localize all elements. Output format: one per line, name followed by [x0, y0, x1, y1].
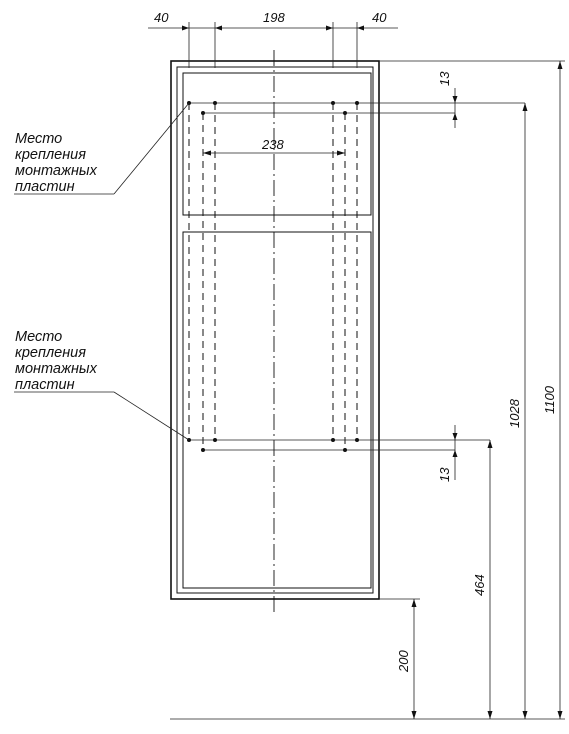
mount-point: [331, 101, 335, 105]
dim-inner-width: 238: [261, 137, 284, 152]
callout-lower-line4: пластин: [15, 377, 75, 393]
right-dimensions: 13 13 464 1028 1100 200: [170, 60, 565, 720]
hidden-edges: [188, 50, 358, 612]
mount-point: [355, 438, 359, 442]
dim-mount-span: 1028: [507, 398, 522, 428]
mount-point: [213, 101, 217, 105]
mount-point: [331, 438, 335, 442]
dim-total-height: 1100: [542, 385, 557, 414]
mount-point: [213, 438, 217, 442]
dim-top-right-offset: 40: [372, 10, 387, 25]
callout-lower-line2: крепления: [15, 345, 86, 361]
mount-point: [343, 448, 347, 452]
callout-upper-line2: крепления: [15, 147, 86, 163]
dim-top-margin: 13: [437, 71, 452, 86]
callout-upper-line1: Место: [15, 131, 62, 147]
cabinet-outline: [170, 60, 380, 600]
top-dimensions: 40 198 40: [148, 10, 398, 68]
callout-upper-line4: пластин: [15, 179, 75, 195]
mount-point: [201, 111, 205, 115]
inner-width-dimension: 238: [203, 137, 345, 156]
mount-point: [355, 101, 359, 105]
dim-bottom-margin: 13: [437, 467, 452, 482]
callout-lower-line3: монтажных: [15, 361, 98, 377]
dim-top-left-offset: 40: [154, 10, 169, 25]
mount-point: [343, 111, 347, 115]
callout-upper-line3: монтажных: [15, 163, 98, 179]
callout-lower-line1: Место: [15, 329, 62, 345]
mount-point: [201, 448, 205, 452]
callout-lower: Место крепления монтажных пластин: [14, 329, 190, 441]
dim-lower-mount-height: 464: [472, 574, 487, 596]
callout-upper: Место крепления монтажных пластин: [14, 102, 190, 195]
dim-top-center-spacing: 198: [263, 10, 285, 25]
dim-floor-gap: 200: [396, 650, 411, 673]
